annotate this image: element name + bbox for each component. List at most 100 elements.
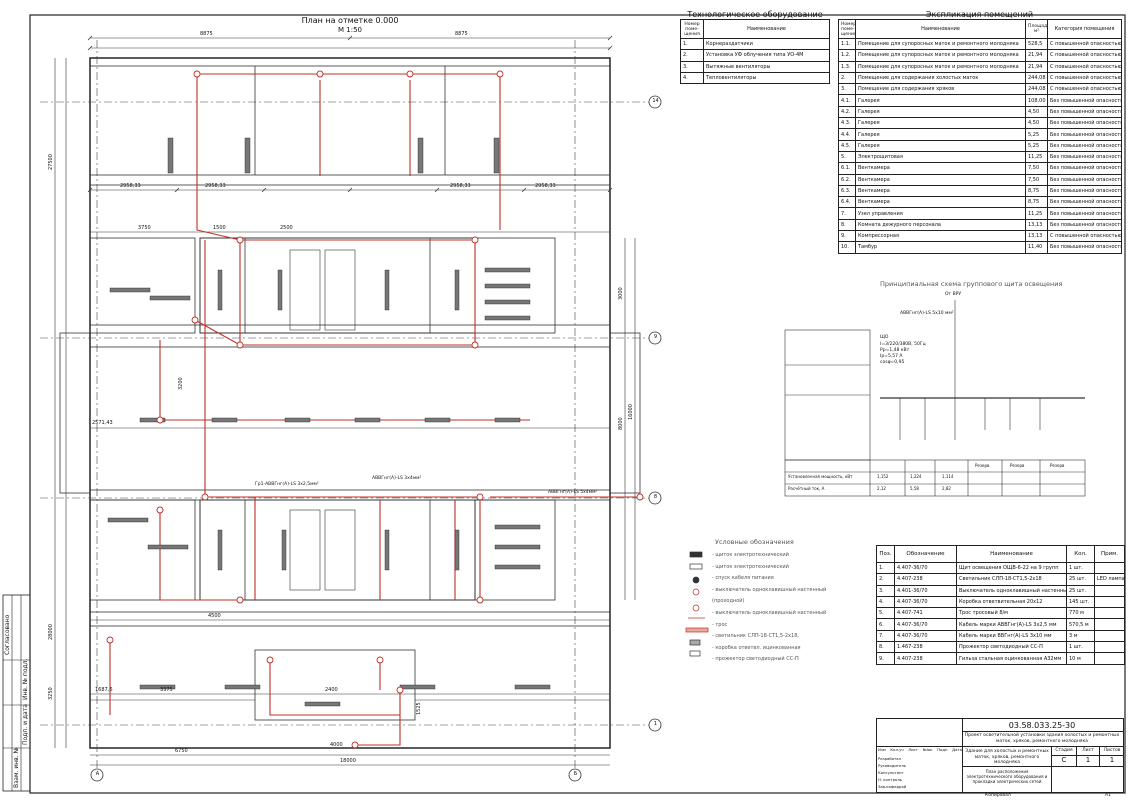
cell: 21,94 (1025, 49, 1048, 62)
dim-3750: 3750 (138, 225, 151, 231)
legend-item: - трос (712, 621, 728, 628)
cell: 11,25 (1025, 207, 1048, 220)
cell: Комната дежурного персонала (855, 218, 1026, 232)
cell: 528,5 (1025, 37, 1048, 51)
axis-b: Б (573, 771, 578, 777)
schema-value: 1,152 (877, 474, 889, 479)
dim-sub-2: 2958,33 (205, 183, 226, 189)
dim-4500: 4500 (208, 613, 221, 619)
legend-symbols (685, 551, 709, 657)
cell: 6.4. (838, 196, 856, 209)
cell: Без повышенной опасности (1047, 105, 1122, 119)
divider (962, 746, 1124, 747)
cell: 8,75 (1025, 196, 1048, 209)
schema-title: Принципиальная схема группового щита осв… (880, 280, 1063, 288)
title-role: Консультант (878, 770, 904, 775)
cell: 4.5. (838, 139, 856, 152)
dim-sub-1: 2958,33 (120, 183, 141, 189)
cell (1094, 584, 1125, 597)
equipment-header-num: Номер поме- щения (680, 19, 704, 39)
cell: 8. (876, 641, 895, 654)
legend-item: - выключатель одноклавишный настенный (712, 609, 827, 616)
cell: 3. (838, 83, 856, 96)
cell: Галерея (855, 94, 1026, 107)
dim-2400: 2400 (325, 687, 338, 693)
rooms-header-num: Номер поме- щения (838, 19, 856, 39)
table-row: 4.Тепловентиляторы (680, 71, 830, 85)
schema-param: Iр=5,57 А (880, 354, 903, 359)
cell: 2. (876, 573, 895, 586)
schema-cable: АВВГнг(А)-LS 5х10 мм² (900, 311, 954, 316)
cell: 1.467-238 (894, 641, 957, 654)
cell: 4. (680, 71, 704, 85)
schema-reserve: Резерв (1050, 463, 1065, 468)
cell: Без повышенной опасности (1047, 184, 1122, 198)
divider (1099, 746, 1100, 766)
cell: 11,40 (1025, 241, 1048, 254)
cell: 1.1. (838, 37, 856, 51)
cell: Тамбур (855, 241, 1026, 254)
legend-item: - щиток электротехнический (712, 552, 789, 558)
schema-value: 5,58 (910, 486, 919, 491)
cell: 8,75 (1025, 184, 1048, 198)
table-row: 2.Помещение для содержания холостых мато… (838, 71, 1122, 85)
copied-label: Копировал (985, 793, 1011, 798)
cell: 6.2. (838, 173, 856, 186)
table-row: 2.Установка УФ облучения типа УО-4М (680, 49, 830, 62)
cell: Галерея (855, 117, 1026, 130)
luminaires (107, 137, 551, 707)
cell: 6.1. (838, 162, 856, 175)
title-col: Изм (878, 747, 886, 752)
side-stamp-inv: Взам. инв. № (13, 747, 20, 788)
cell: 7,50 (1025, 162, 1048, 175)
schema-from: От ВРУ (945, 292, 962, 297)
title-project: Проект осветительной установки здания хо… (964, 733, 1120, 744)
equipment-header-name: Наименование (703, 19, 830, 39)
cell: 145 шт. (1066, 595, 1095, 609)
cell (1094, 561, 1125, 575)
cell: 4.407-238 (894, 652, 957, 665)
dim-2571: 2571,43 (92, 420, 113, 426)
cell: 4.407-36/70 (894, 618, 957, 631)
divider (962, 731, 1124, 732)
cell: С повышенной опасностью (1047, 60, 1122, 73)
cell: Венткамера (855, 184, 1026, 198)
schema-param: Рр=1,48 кВт (880, 348, 910, 353)
title-cols: Изм Кол.уч Лист Ndок Подп Дата (878, 747, 962, 752)
cell: 8. (838, 218, 856, 232)
cell: 6. (876, 618, 895, 631)
cell: С повышенной опасностью (1047, 230, 1122, 243)
cell: Без повышенной опасности (1047, 162, 1122, 175)
cell (1094, 607, 1125, 620)
dim-right-8000: 8000 (618, 417, 624, 430)
cell: Узел управления (855, 207, 1026, 220)
title-roles: Разработал Руководитель Консультант Н. к… (878, 755, 906, 790)
dim-sub-3: 2958,33 (450, 183, 471, 189)
dim-4000: 4000 (330, 742, 343, 748)
cell: 5. (838, 150, 856, 164)
legend-title: Условные обозначения (715, 538, 794, 546)
schema-reserve: Резерв (1010, 463, 1025, 468)
cell: 7,50 (1025, 173, 1048, 186)
cell: Галерея (855, 105, 1026, 119)
rooms-table-title: Экспликация помещений (925, 10, 1034, 19)
schema-panel: ЩО (880, 335, 889, 340)
divider (962, 766, 1124, 767)
title-col: Подп (937, 747, 948, 752)
title-block: 03.58.033.25-30 Проект осветительной уст… (876, 718, 1124, 793)
cell: 10 м (1066, 652, 1095, 665)
cell: Венткамера (855, 162, 1026, 175)
cable-label-3: АВВГнг(А)-LS 5х4мм² (548, 490, 598, 495)
cell: Тепловентиляторы (703, 71, 830, 85)
cell: С повышенной опасностью (1047, 49, 1122, 62)
cell: Вытяжные вентиляторы (703, 60, 830, 73)
